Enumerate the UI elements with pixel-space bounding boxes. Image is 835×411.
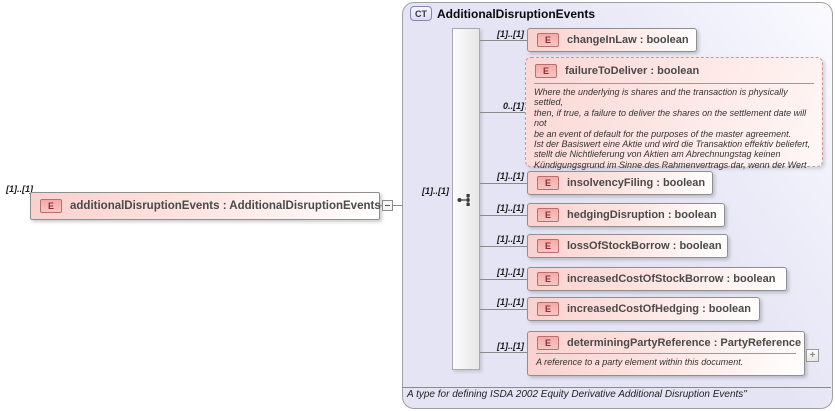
element-label: determiningPartyReference : PartyReferen… [567,337,802,349]
sequence-icon [456,192,476,213]
element-icon: E [537,302,559,316]
connector-line [480,183,527,184]
type-annotation: A type for defining ISDA 2002 Equity Der… [407,389,747,400]
annotation-text: A reference to a party element within th… [536,357,744,367]
expand-button[interactable]: + [806,349,819,362]
annotation-text: Where the underlying is shares and the t… [534,87,811,180]
cardinality-label: [1]..[1] [497,234,524,244]
element-increasedCostOfHedging[interactable]: E increasedCostOfHedging : boolean [527,297,760,321]
element-icon: E [537,33,559,47]
connector-line [480,246,527,247]
cardinality-label: [1]..[1] [497,29,524,39]
cardinality-label-group: [1]..[1] [422,186,449,196]
connector-line [480,215,527,216]
element-insolvencyFiling[interactable]: E insolvencyFiling : boolean [527,171,713,195]
cardinality-label: 0..[1] [502,101,524,111]
element-determiningPartyReference[interactable]: E determiningPartyReference : PartyRefer… [527,331,805,376]
minus-icon [385,205,390,206]
element-label: additionalDisruptionEvents : AdditionalD… [70,200,381,212]
element-increasedCostOfStockBorrow[interactable]: E increasedCostOfStockBorrow : boolean [527,267,787,291]
connector-line [480,279,527,280]
element-icon: E [537,176,559,190]
element-label: lossOfStockBorrow : boolean [567,240,722,252]
connector-line [480,112,525,113]
element-icon: E [537,208,559,222]
element-additionalDisruptionEvents[interactable]: E additionalDisruptionEvents : Additiona… [30,192,381,220]
element-label: hedgingDisruption : boolean [567,209,717,221]
element-label: changeInLaw : boolean [567,34,689,46]
element-failureToDeliver[interactable]: E failureToDeliver : boolean Where the u… [525,57,823,180]
element-icon: E [537,336,559,350]
element-label: increasedCostOfStockBorrow : boolean [567,273,776,285]
element-lossOfStockBorrow[interactable]: E lossOfStockBorrow : boolean [527,234,728,258]
element-label: increasedCostOfHedging : boolean [567,303,751,315]
element-icon: E [537,272,559,286]
complex-type-title: AdditionalDisruptionEvents [437,7,596,21]
cardinality-label: [1]..[1] [497,171,524,181]
element-label: failureToDeliver : boolean [565,65,700,77]
element-icon: E [40,199,62,213]
cardinality-label-root: [1]..[1] [6,184,33,194]
sequence-bar[interactable] [452,28,480,370]
complex-type-badge: CT [410,6,432,21]
element-changeInLaw[interactable]: E changeInLaw : boolean [527,28,697,52]
cardinality-label: [1]..[1] [497,341,524,351]
cardinality-label: [1]..[1] [497,203,524,213]
annotation-divider [536,353,796,354]
element-icon: E [537,239,559,253]
element-label: insolvencyFiling : boolean [567,177,706,189]
annotation-divider [534,83,814,84]
footer-divider [403,387,831,388]
connector-line [480,352,527,353]
element-icon: E [535,64,557,78]
cardinality-label: [1]..[1] [497,297,524,307]
element-hedgingDisruption[interactable]: E hedgingDisruption : boolean [527,203,725,227]
connector-line [480,40,527,41]
connector-line [480,309,527,310]
cardinality-label: [1]..[1] [497,267,524,277]
collapse-toggle[interactable] [382,200,393,211]
